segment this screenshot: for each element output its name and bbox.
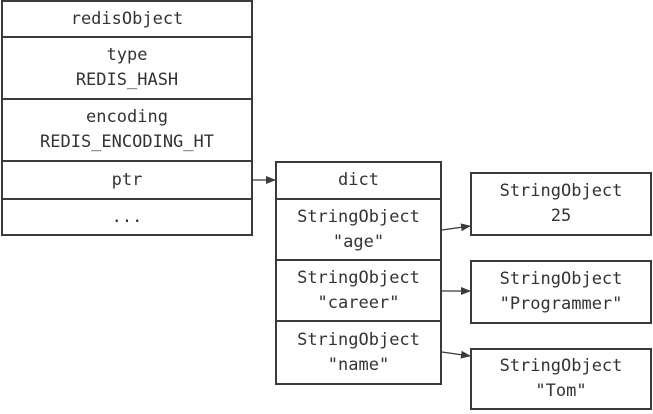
- value-career-line1: StringObject: [499, 269, 623, 289]
- value-age-line1: StringObject: [499, 181, 623, 201]
- dict-header-text: dict: [338, 170, 379, 190]
- dict-key-age: StringObject "age": [275, 198, 442, 261]
- encoding-field-value: REDIS_ENCODING_HT: [40, 132, 214, 152]
- encoding-field-name: encoding: [86, 107, 168, 127]
- dict-key-name: StringObject "name": [275, 320, 442, 385]
- dict-key-age-line2: "age": [332, 231, 385, 252]
- dict-key-career: StringObject "career": [275, 259, 442, 322]
- value-age-line2: 25: [550, 206, 572, 226]
- value-name: StringObject "Tom": [470, 348, 652, 410]
- value-career: StringObject "Programmer": [470, 260, 652, 324]
- value-name-line1: StringObject: [499, 356, 623, 376]
- value-career-line2: "Programmer": [499, 294, 623, 314]
- dict-key-career-line1: StringObject: [297, 267, 420, 288]
- dict-key-career-line2: "career": [317, 292, 400, 313]
- type-field-value: REDIS_HASH: [75, 70, 179, 90]
- type-field-name: type: [106, 45, 148, 65]
- arrow-age-to-value: [441, 223, 471, 232]
- redis-object-header-text: redisObject: [70, 8, 184, 29]
- value-age: StringObject 25: [470, 172, 652, 236]
- dict-key-age-line1: StringObject: [297, 206, 420, 227]
- ptr-field: ptr: [1, 160, 253, 200]
- ptr-field-text: ptr: [111, 169, 143, 190]
- arrow-name-to-value: [441, 350, 471, 359]
- dict-key-name-line1: StringObject: [297, 329, 420, 350]
- dict-key-name-line2: "name": [327, 354, 390, 375]
- ellipsis-field: ...: [1, 198, 253, 236]
- type-field: type REDIS_HASH: [1, 36, 253, 100]
- value-name-line2: "Tom": [535, 381, 587, 401]
- ellipsis-text: ...: [111, 206, 143, 227]
- redis-object-header: redisObject: [1, 0, 253, 38]
